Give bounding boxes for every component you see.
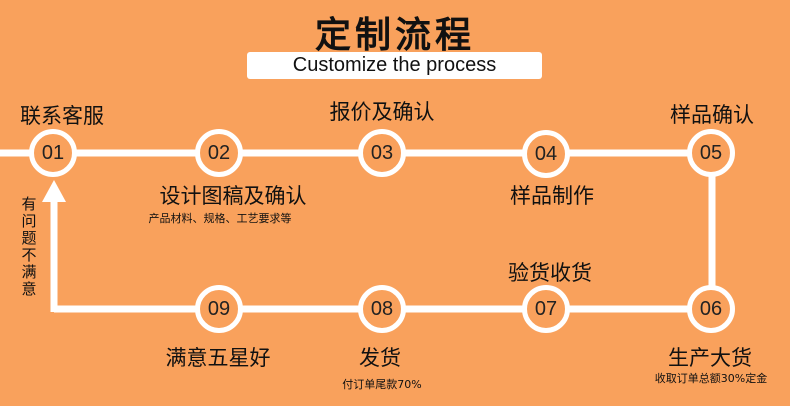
step-node-08: 08 xyxy=(358,285,406,333)
step-label-02: 设计图稿及确认 xyxy=(159,184,307,208)
step-node-04: 04 xyxy=(522,130,570,178)
step-label-03: 报价及确认 xyxy=(329,100,435,124)
step-label-06: 生产大货 xyxy=(668,346,752,370)
step-note-02: 产品材料、规格、工艺要求等 xyxy=(148,212,292,225)
subtitle: Customize the process xyxy=(292,54,497,76)
step-note-08: 付订单尾款70% xyxy=(342,378,422,391)
step-node-06: 06 xyxy=(687,285,735,333)
step-label-04: 样品制作 xyxy=(510,184,594,208)
step-label-01: 联系客服 xyxy=(20,104,104,128)
step-label-09: 满意五星好 xyxy=(165,346,271,370)
return-arrow-head xyxy=(42,180,66,202)
step-node-09: 09 xyxy=(195,285,243,333)
step-node-01: 01 xyxy=(29,129,77,177)
subtitle-bar: Customize the process xyxy=(247,52,542,79)
loop-note: 有问题不满意 xyxy=(21,195,37,298)
step-node-02: 02 xyxy=(195,129,243,177)
step-label-07: 验货收货 xyxy=(508,261,592,285)
page-title: 定制流程 xyxy=(314,15,475,56)
step-node-07: 07 xyxy=(522,285,570,333)
step-node-05: 05 xyxy=(687,129,735,177)
step-label-05: 样品确认 xyxy=(670,103,754,127)
step-note-06: 收取订单总额30%定金 xyxy=(654,372,768,385)
step-node-03: 03 xyxy=(358,129,406,177)
step-label-08: 发货 xyxy=(359,346,401,370)
